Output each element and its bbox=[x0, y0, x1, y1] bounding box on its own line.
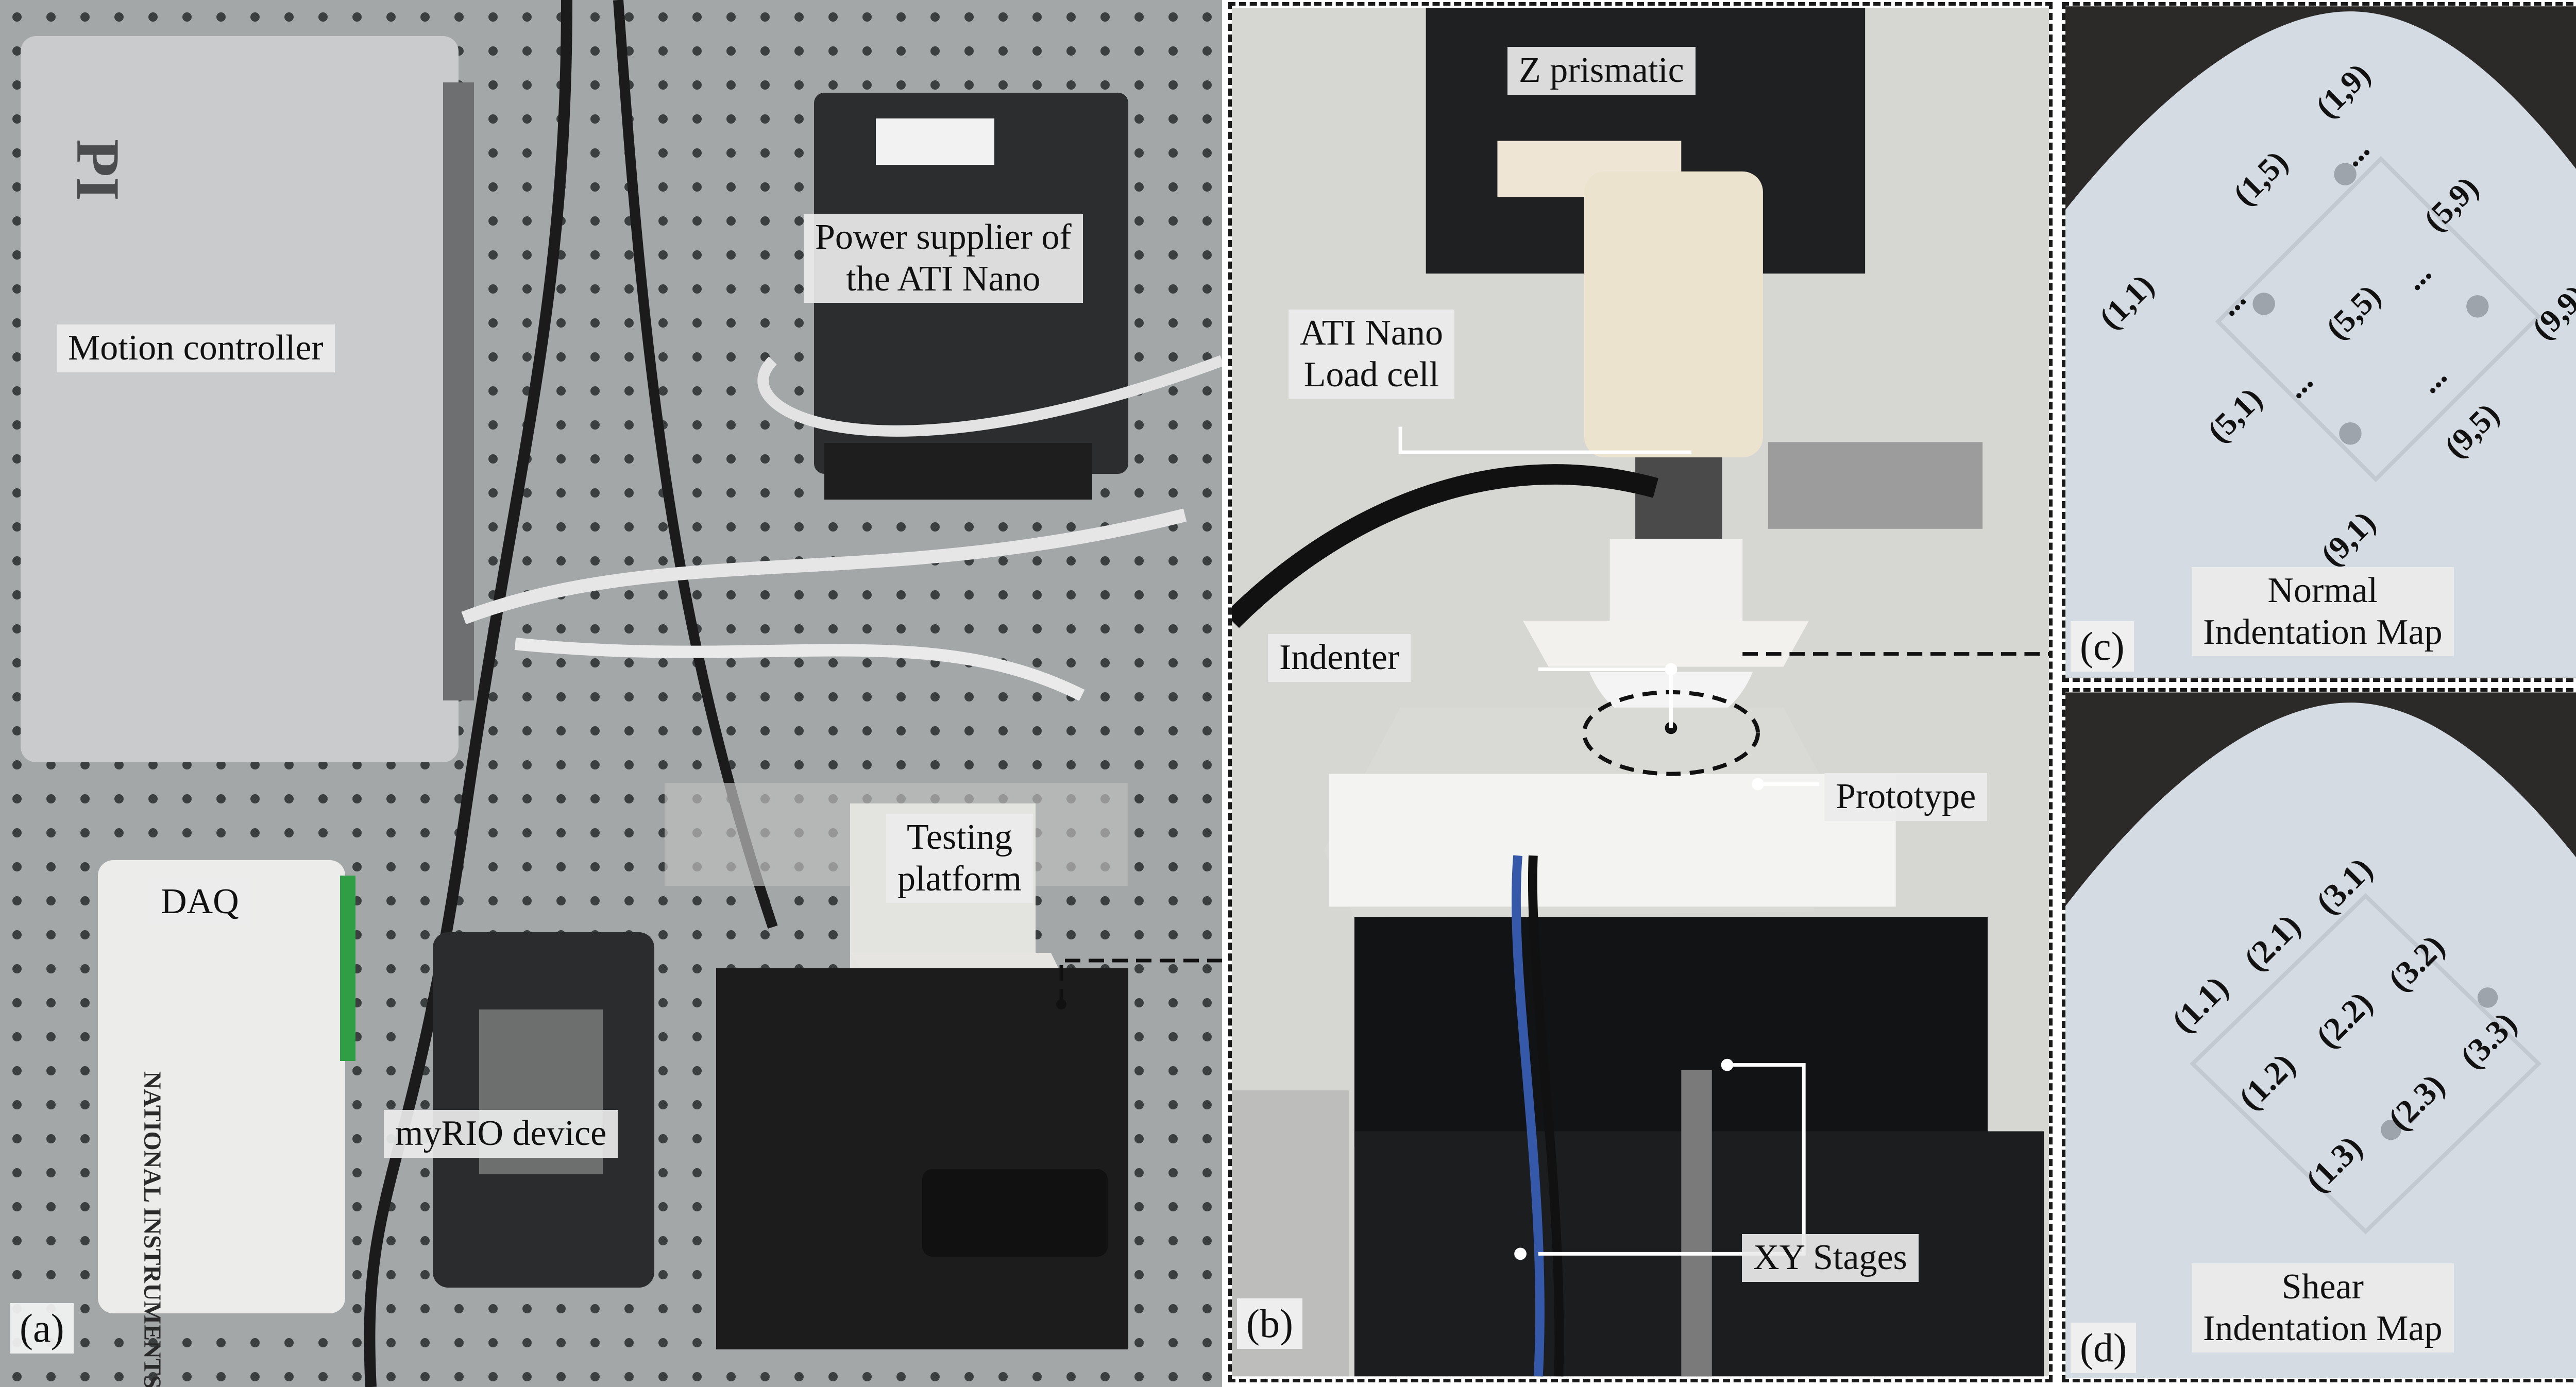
panel-d-tag: (d) bbox=[2071, 1323, 2136, 1373]
panel-d: (1.1) (2.1) (3.1) (1.2) (2.2) (3.2) (1.3… bbox=[2062, 688, 2576, 1382]
xy-stages-label: XY Stages bbox=[1742, 1234, 1919, 1282]
panel-b-photo bbox=[1232, 8, 2049, 1377]
ati-nano-label: ATI Nano Load cell bbox=[1289, 310, 1454, 399]
leader-line-a-b bbox=[1056, 958, 1222, 1009]
panel-c-tag: (c) bbox=[2071, 621, 2134, 672]
panel-a-photo: PI NATIONAL INSTRUMENTS bbox=[0, 0, 1222, 1387]
prototype-label: Prototype bbox=[1824, 773, 1988, 821]
shear-indentation-map-title: Shear Indentation Map bbox=[2192, 1263, 2454, 1352]
indenter-label: Indenter bbox=[1268, 634, 1411, 682]
myrio-label: myRIO device bbox=[384, 1110, 618, 1158]
power-supplier-label: Power supplier of the ATI Nano bbox=[804, 214, 1083, 303]
panel-c-photo bbox=[2065, 6, 2576, 678]
panel-c: (1,9) (1,5) ... (5,9) (1,1) ... (5,5) ..… bbox=[2062, 2, 2576, 682]
panel-a: PI NATIONAL INSTRUMENTS Motion controlle… bbox=[0, 0, 1222, 1387]
testing-platform-label: Testing platform bbox=[886, 814, 1033, 903]
z-prismatic-label: Z prismatic bbox=[1507, 47, 1696, 95]
pi-logo-text: PI bbox=[64, 139, 132, 201]
panel-b: Z prismatic ATI Nano Load cell Indenter … bbox=[1228, 2, 2053, 1382]
ni-logo-text: NATIONAL INSTRUMENTS bbox=[139, 1071, 166, 1387]
daq-label: DAQ bbox=[149, 878, 250, 926]
normal-indentation-map-title: Normal Indentation Map bbox=[2192, 567, 2454, 656]
panel-a-tag: (a) bbox=[10, 1303, 74, 1354]
motion-controller-label: Motion controller bbox=[57, 324, 335, 372]
panel-b-tag: (b) bbox=[1237, 1298, 1302, 1349]
